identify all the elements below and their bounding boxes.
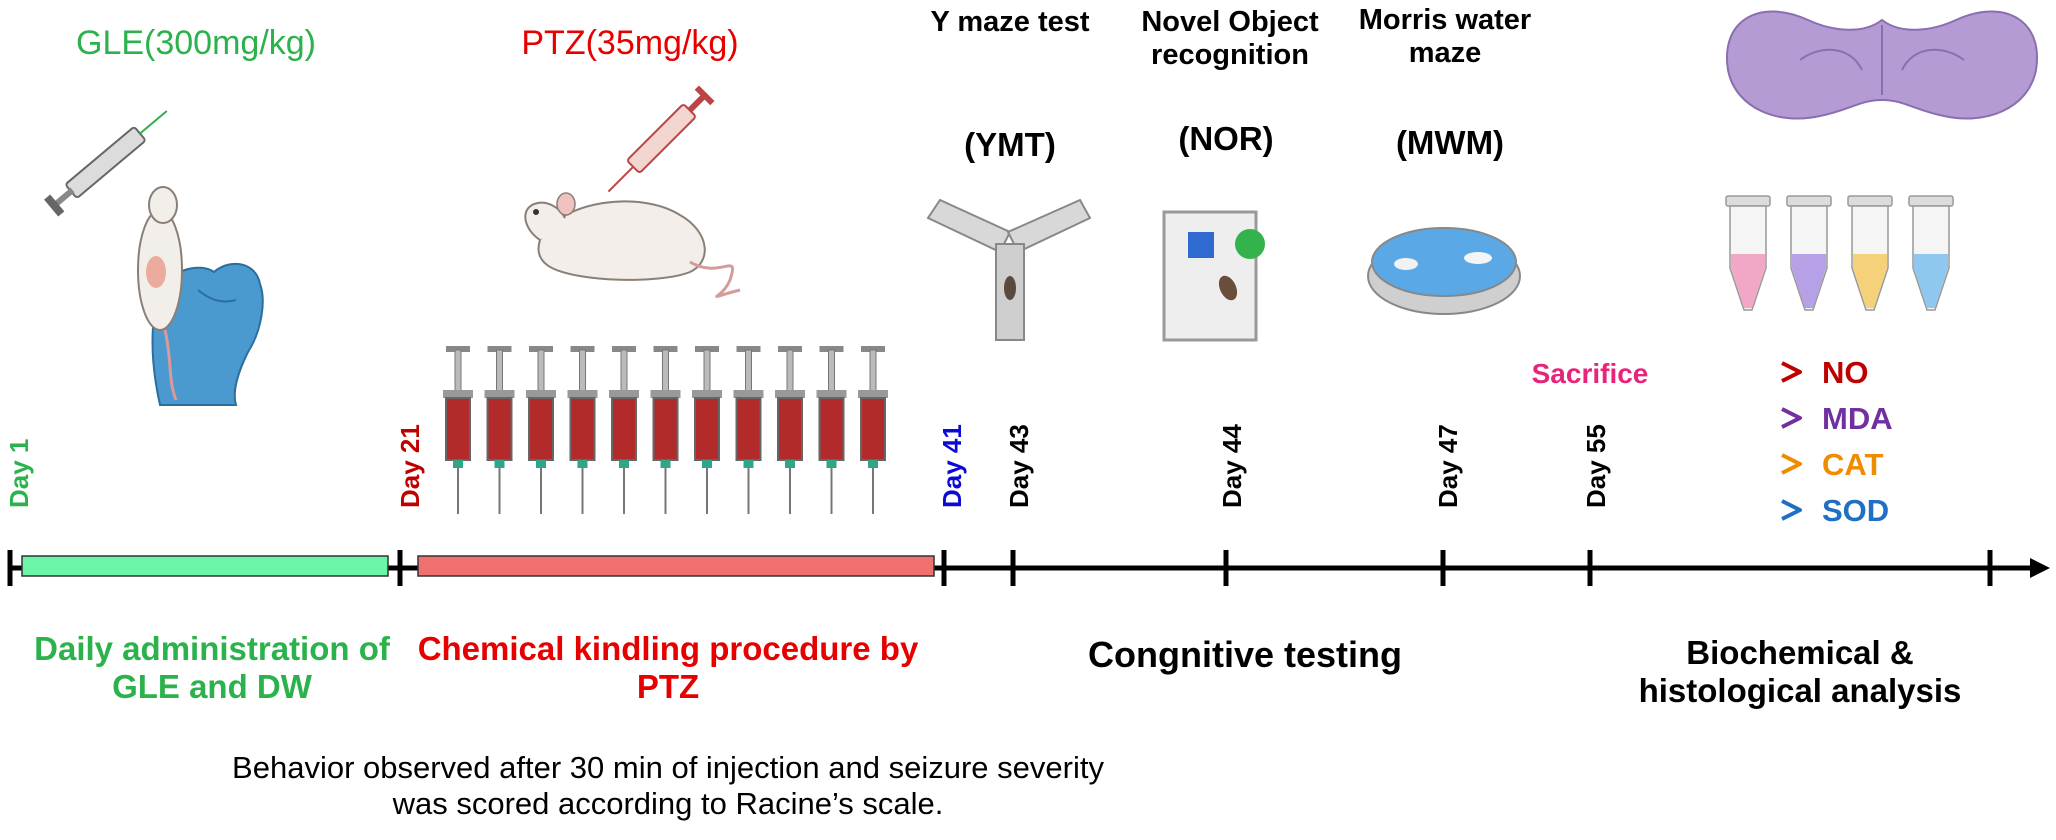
day-47-label: Day 47: [1433, 424, 1463, 508]
syringe-icon: [607, 85, 715, 193]
chevron-right-icon: [1781, 499, 1802, 521]
mwm-name: Morris water maze: [1358, 4, 1532, 70]
day-44-label: Day 44: [1217, 424, 1247, 508]
tube-icon: [1786, 195, 1832, 311]
syringe-icon: [443, 346, 473, 514]
day-21-label: Day 21: [395, 424, 425, 508]
phase-ptz-description: Chemical kindling procedure by PTZ: [417, 630, 919, 705]
syringe-icon: [692, 346, 722, 514]
chevron-right-icon: [1781, 453, 1802, 475]
sacrifice-label: Sacrifice: [1531, 358, 1649, 389]
tube-row: [1725, 195, 1954, 311]
marker-mda: MDA: [1822, 401, 1893, 436]
mouse-icon: [137, 186, 183, 401]
mouse-icon: [524, 192, 741, 299]
chevron-right-icon: [1781, 407, 1802, 429]
syringe-icon: [858, 346, 888, 514]
marker-no: NO: [1822, 355, 1869, 390]
syringe-icon: [733, 346, 764, 514]
syringe-row: [443, 346, 888, 514]
tube-icon: [1908, 195, 1954, 311]
nor-abbr: (NOR): [1178, 120, 1274, 157]
ptz-dose-label: PTZ(35mg/kg): [521, 24, 739, 62]
tube-icon: [1847, 195, 1893, 311]
phase-cognitive-description: Congnitive testing: [1088, 634, 1402, 675]
novel-object-arena-icon: [1162, 210, 1265, 342]
y-maze-icon: [926, 198, 1092, 341]
method-note: Behavior observed after 30 min of inject…: [232, 750, 1104, 821]
syringe-icon: [567, 346, 598, 514]
chevron-right-icon: [1781, 361, 1802, 383]
gle-phase-bar: [21, 555, 389, 577]
day-1-label: Day 1: [4, 438, 34, 508]
syringe-icon: [816, 346, 847, 514]
chevron-list: [1781, 361, 1802, 521]
brain-section-icon: [1725, 10, 2039, 120]
tube-icon: [1725, 195, 1771, 311]
syringe-icon: [609, 346, 639, 514]
phase-analysis-description: Biochemical & histological analysis: [1638, 634, 1962, 709]
syringe-icon: [526, 346, 556, 514]
day-55-label: Day 55: [1581, 424, 1611, 508]
day-43-label: Day 43: [1004, 424, 1034, 508]
mwm-abbr: (MWM): [1395, 124, 1505, 161]
syringe-icon: [44, 110, 168, 217]
ymt-name: Y maze test: [930, 6, 1090, 38]
marker-sod: SOD: [1822, 493, 1890, 528]
day-41-label: Day 41: [937, 424, 967, 508]
syringe-icon: [775, 346, 805, 514]
syringe-icon: [650, 346, 681, 514]
ptz-phase-bar: [417, 555, 935, 577]
nor-name: Novel Object recognition: [1141, 6, 1319, 72]
syringe-icon: [484, 346, 515, 514]
ymt-abbr: (YMT): [964, 126, 1056, 163]
phase-gle-description: Daily administration of GLE and DW: [34, 630, 390, 705]
water-maze-pool-icon: [1367, 227, 1521, 315]
marker-cat: CAT: [1822, 447, 1884, 482]
gle-dose-label: GLE(300mg/kg): [76, 24, 316, 62]
